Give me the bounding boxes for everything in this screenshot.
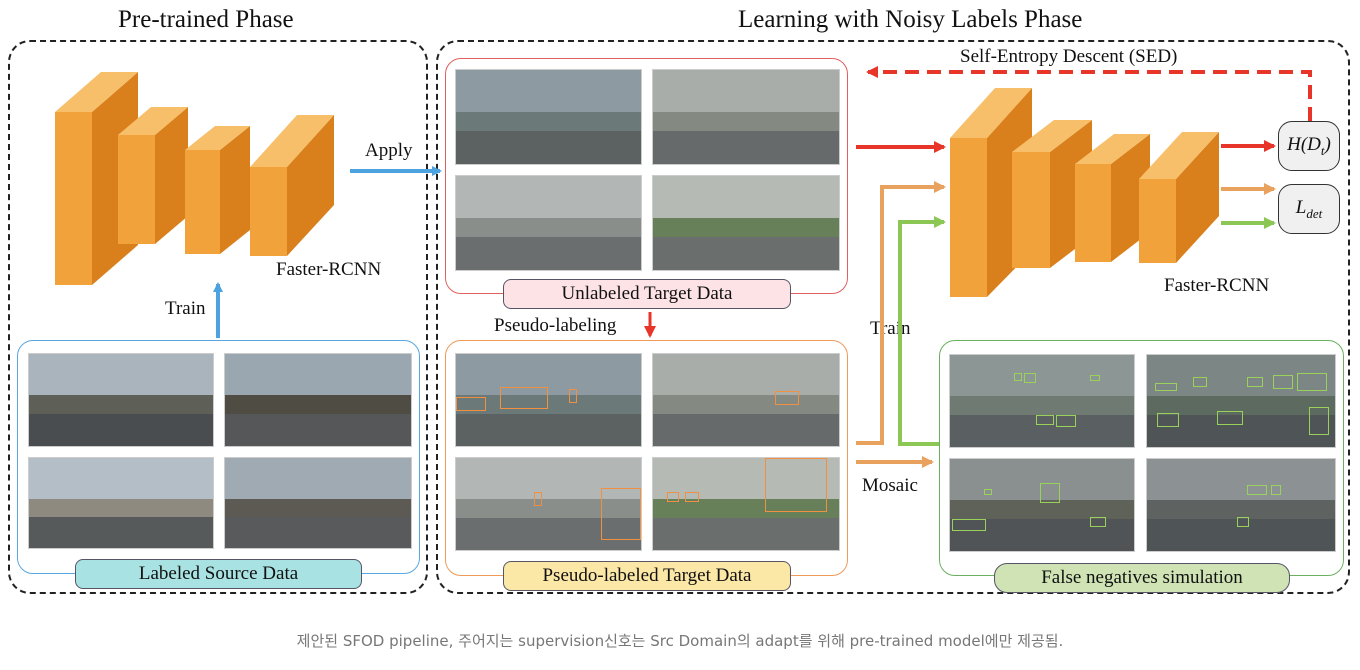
faster-rcnn-left-icon: [55, 72, 334, 285]
cnn-layer-block: [1139, 132, 1219, 263]
faster-rcnn-right-icon: [950, 88, 1219, 297]
diagram-overlay: [0, 0, 1360, 630]
figure-caption: 제안된 SFOD pipeline, 주어지는 supervision신호는 S…: [0, 630, 1360, 651]
sed-feedback-arrow: [868, 72, 1310, 121]
fn-train-arrow: [900, 222, 944, 444]
cnn-layer-block: [250, 115, 334, 256]
cnn-layer-block: [118, 107, 188, 244]
cnn-layer-block: [185, 126, 250, 254]
